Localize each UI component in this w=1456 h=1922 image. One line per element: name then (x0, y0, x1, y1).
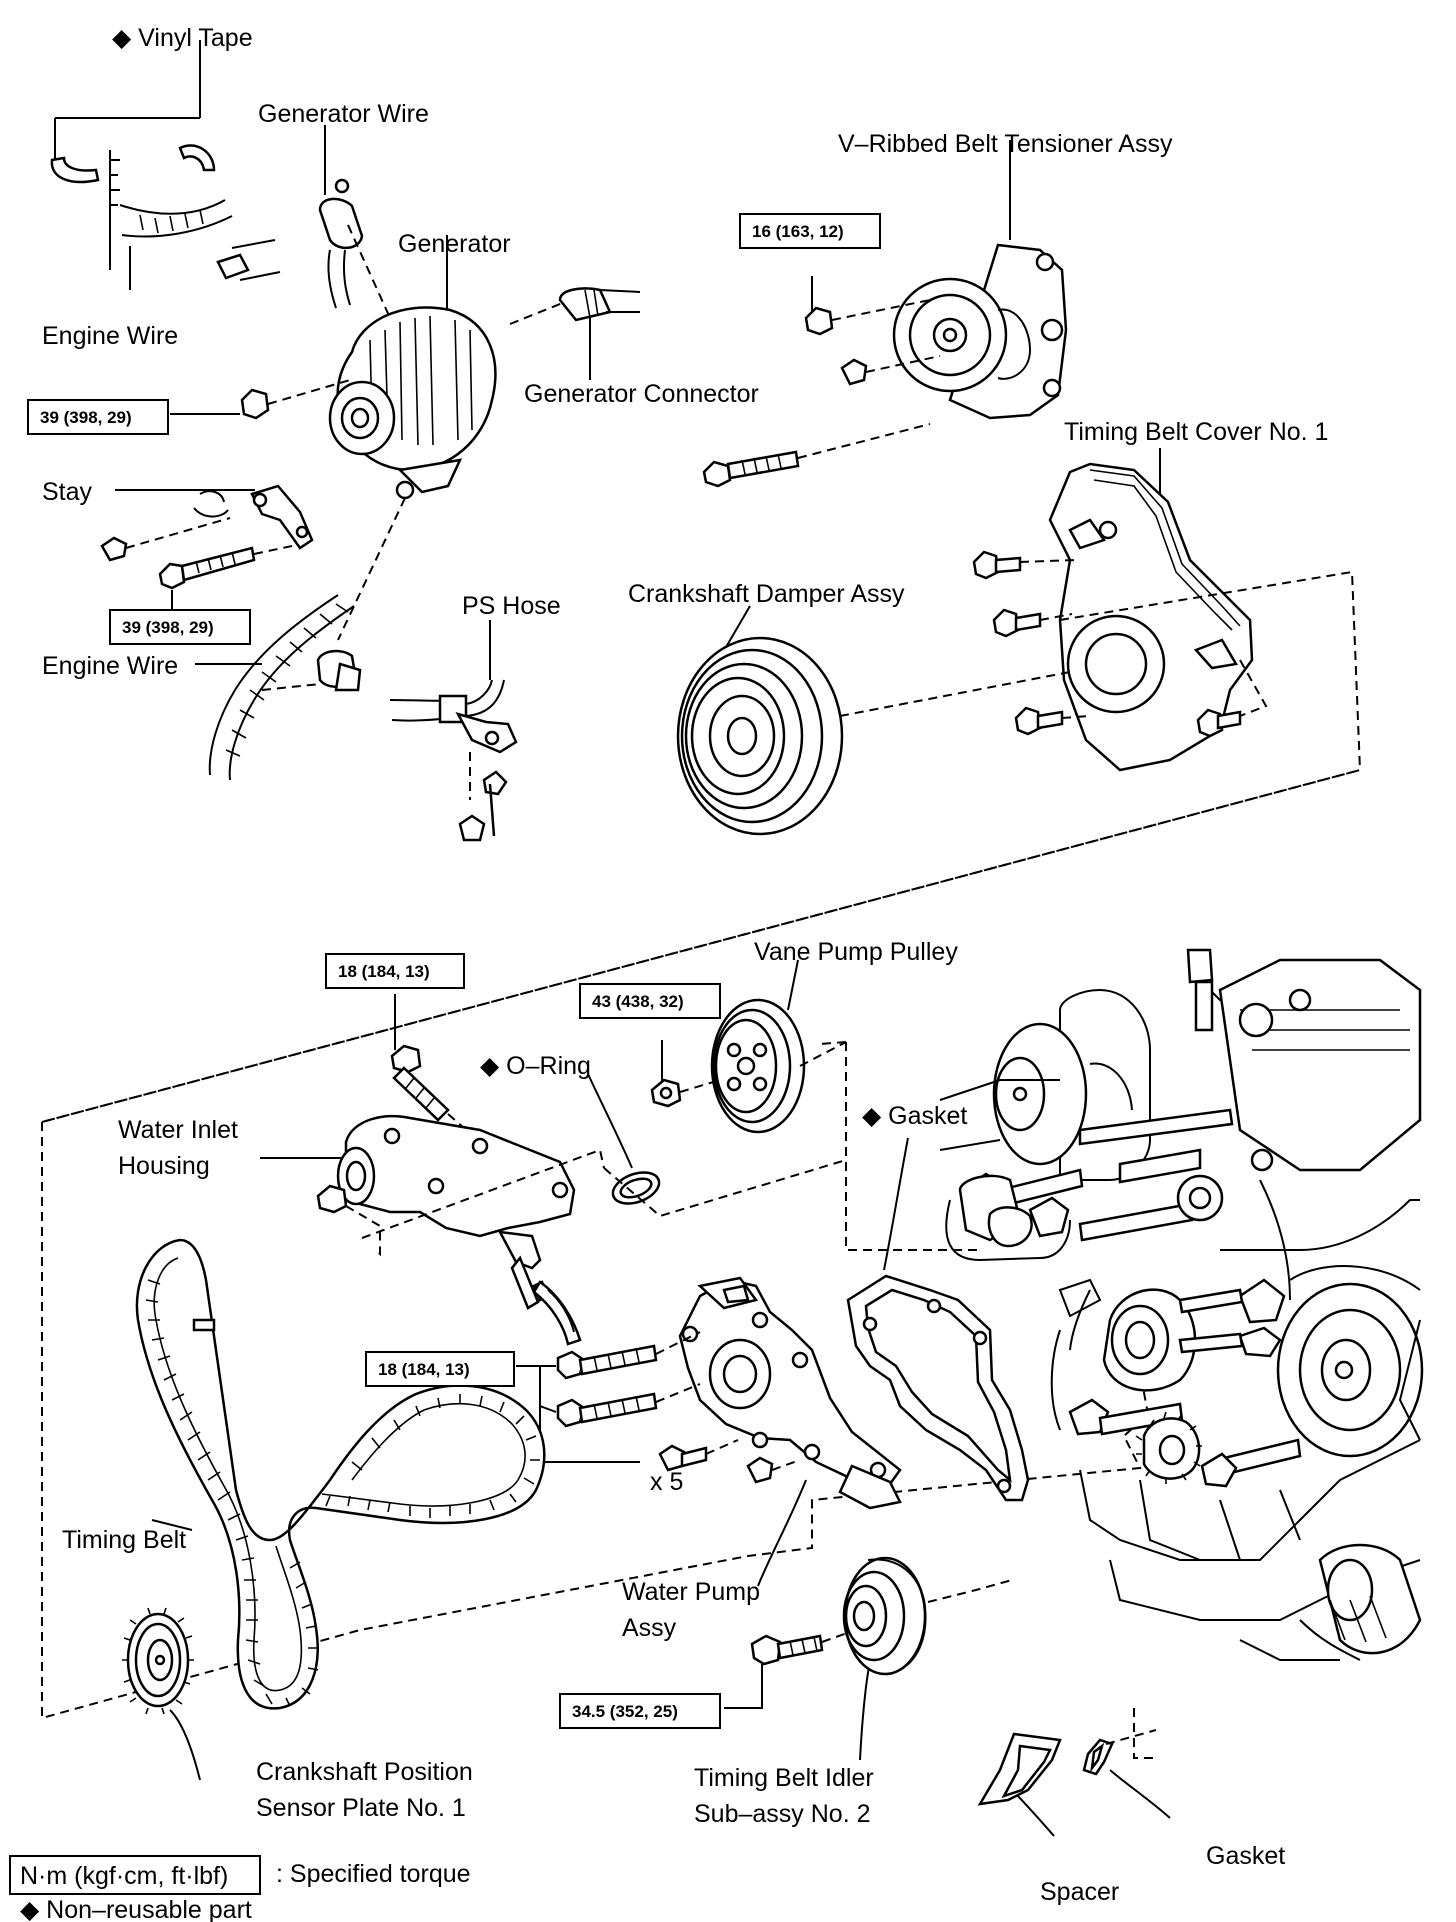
legend-torque-unit: N·m (kgf·cm, ft·lbf) (20, 1862, 228, 1890)
generator-connector (558, 287, 641, 380)
label-vinyl-tape: ◆ Vinyl Tape (112, 24, 253, 52)
label-x5: x 5 (650, 1468, 683, 1496)
timing-belt-cover-no1 (972, 448, 1268, 772)
label-o-ring: ◆ O–Ring (480, 1052, 591, 1080)
torque-box-water-pump: 18 (184, 13) (365, 1351, 515, 1387)
label-gasket-bottom: Gasket (1206, 1842, 1285, 1870)
spacer (977, 1732, 1062, 1837)
torque-idler-value: 34.5 (352, 25) (572, 1702, 678, 1721)
label-crank-sensor-2: Sensor Plate No. 1 (256, 1794, 466, 1822)
water-pump-assy (516, 1276, 902, 1587)
pump-dashed-frame (819, 1041, 1156, 1759)
torque-tensioner-value: 16 (163, 12) (752, 222, 844, 241)
engine-wire-bottom (195, 594, 362, 781)
label-water-inlet-housing-1: Water Inlet (118, 1116, 238, 1144)
torque-water-pump-value: 18 (184, 13) (378, 1360, 470, 1379)
tensioner-assy (702, 140, 1068, 488)
label-generator: Generator (398, 230, 511, 258)
torque-vane-pump-value: 43 (438, 32) (592, 992, 684, 1011)
engine-block (939, 948, 1424, 1661)
label-generator-connector: Generator Connector (524, 380, 759, 408)
torque-box-water-inlet: 18 (184, 13) (325, 953, 465, 989)
generator-bolt-nut (170, 379, 351, 420)
torque-box-stay: 39 (398, 29) (109, 609, 251, 645)
generator-wire (318, 125, 401, 341)
vane-pump-pulley (650, 959, 847, 1134)
legend-non-reusable: ◆ Non–reusable part (20, 1896, 252, 1922)
label-water-pump-1: Water Pump (622, 1578, 760, 1606)
crankshaft-damper (676, 605, 1071, 836)
label-water-pump-2: Assy (622, 1614, 677, 1642)
label-idler-2: Sub–assy No. 2 (694, 1800, 871, 1828)
generator (328, 235, 566, 641)
legend: N·m (kgf·cm, ft·lbf) : Specified torque … (9, 1855, 471, 1922)
label-v-ribbed-belt-tensioner: V–Ribbed Belt Tensioner Assy (838, 130, 1173, 158)
water-inlet-housing (260, 994, 605, 1346)
engine-wire-top (119, 199, 281, 290)
vinyl-tape-group (50, 40, 216, 270)
torque-box-generator: 39 (398, 29) (27, 399, 169, 435)
torque-stay-value: 39 (398, 29) (122, 618, 214, 637)
timing-belt (135, 1238, 546, 1710)
timing-belt-idler (724, 1556, 1013, 1761)
label-engine-wire-bottom: Engine Wire (42, 652, 178, 680)
stay (100, 484, 314, 610)
label-pump-gasket: ◆ Gasket (862, 1102, 967, 1130)
label-spacer: Spacer (1040, 1878, 1119, 1906)
label-generator-wire: Generator Wire (258, 100, 429, 128)
label-timing-belt: Timing Belt (62, 1526, 186, 1554)
torque-generator-value: 39 (398, 29) (40, 408, 132, 427)
label-crank-sensor-1: Crankshaft Position (256, 1758, 473, 1786)
crankshaft-position-sensor-plate (122, 1607, 201, 1781)
pump-gasket (846, 1137, 1030, 1502)
ps-hose (389, 620, 518, 842)
label-timing-belt-cover: Timing Belt Cover No. 1 (1064, 418, 1328, 446)
torque-box-idler: 34.5 (352, 25) (559, 1693, 721, 1729)
o-ring (587, 1073, 847, 1218)
gasket-small (1082, 1729, 1171, 1819)
label-stay: Stay (42, 478, 93, 506)
torque-box-tensioner: 16 (163, 12) (739, 213, 881, 249)
torque-box-vane-pump: 43 (438, 32) (579, 983, 721, 1019)
upper-dashed-frame (41, 769, 1361, 1123)
label-idler-1: Timing Belt Idler (694, 1764, 874, 1792)
torque-water-inlet-value: 18 (184, 13) (338, 962, 430, 981)
label-vane-pump-pulley: Vane Pump Pulley (754, 938, 958, 966)
legend-torque-desc: : Specified torque (276, 1860, 471, 1888)
label-water-inlet-housing-2: Housing (118, 1152, 210, 1180)
label-engine-wire-top: Engine Wire (42, 322, 178, 350)
label-crankshaft-damper: Crankshaft Damper Assy (628, 580, 905, 608)
label-ps-hose: PS Hose (462, 592, 561, 620)
